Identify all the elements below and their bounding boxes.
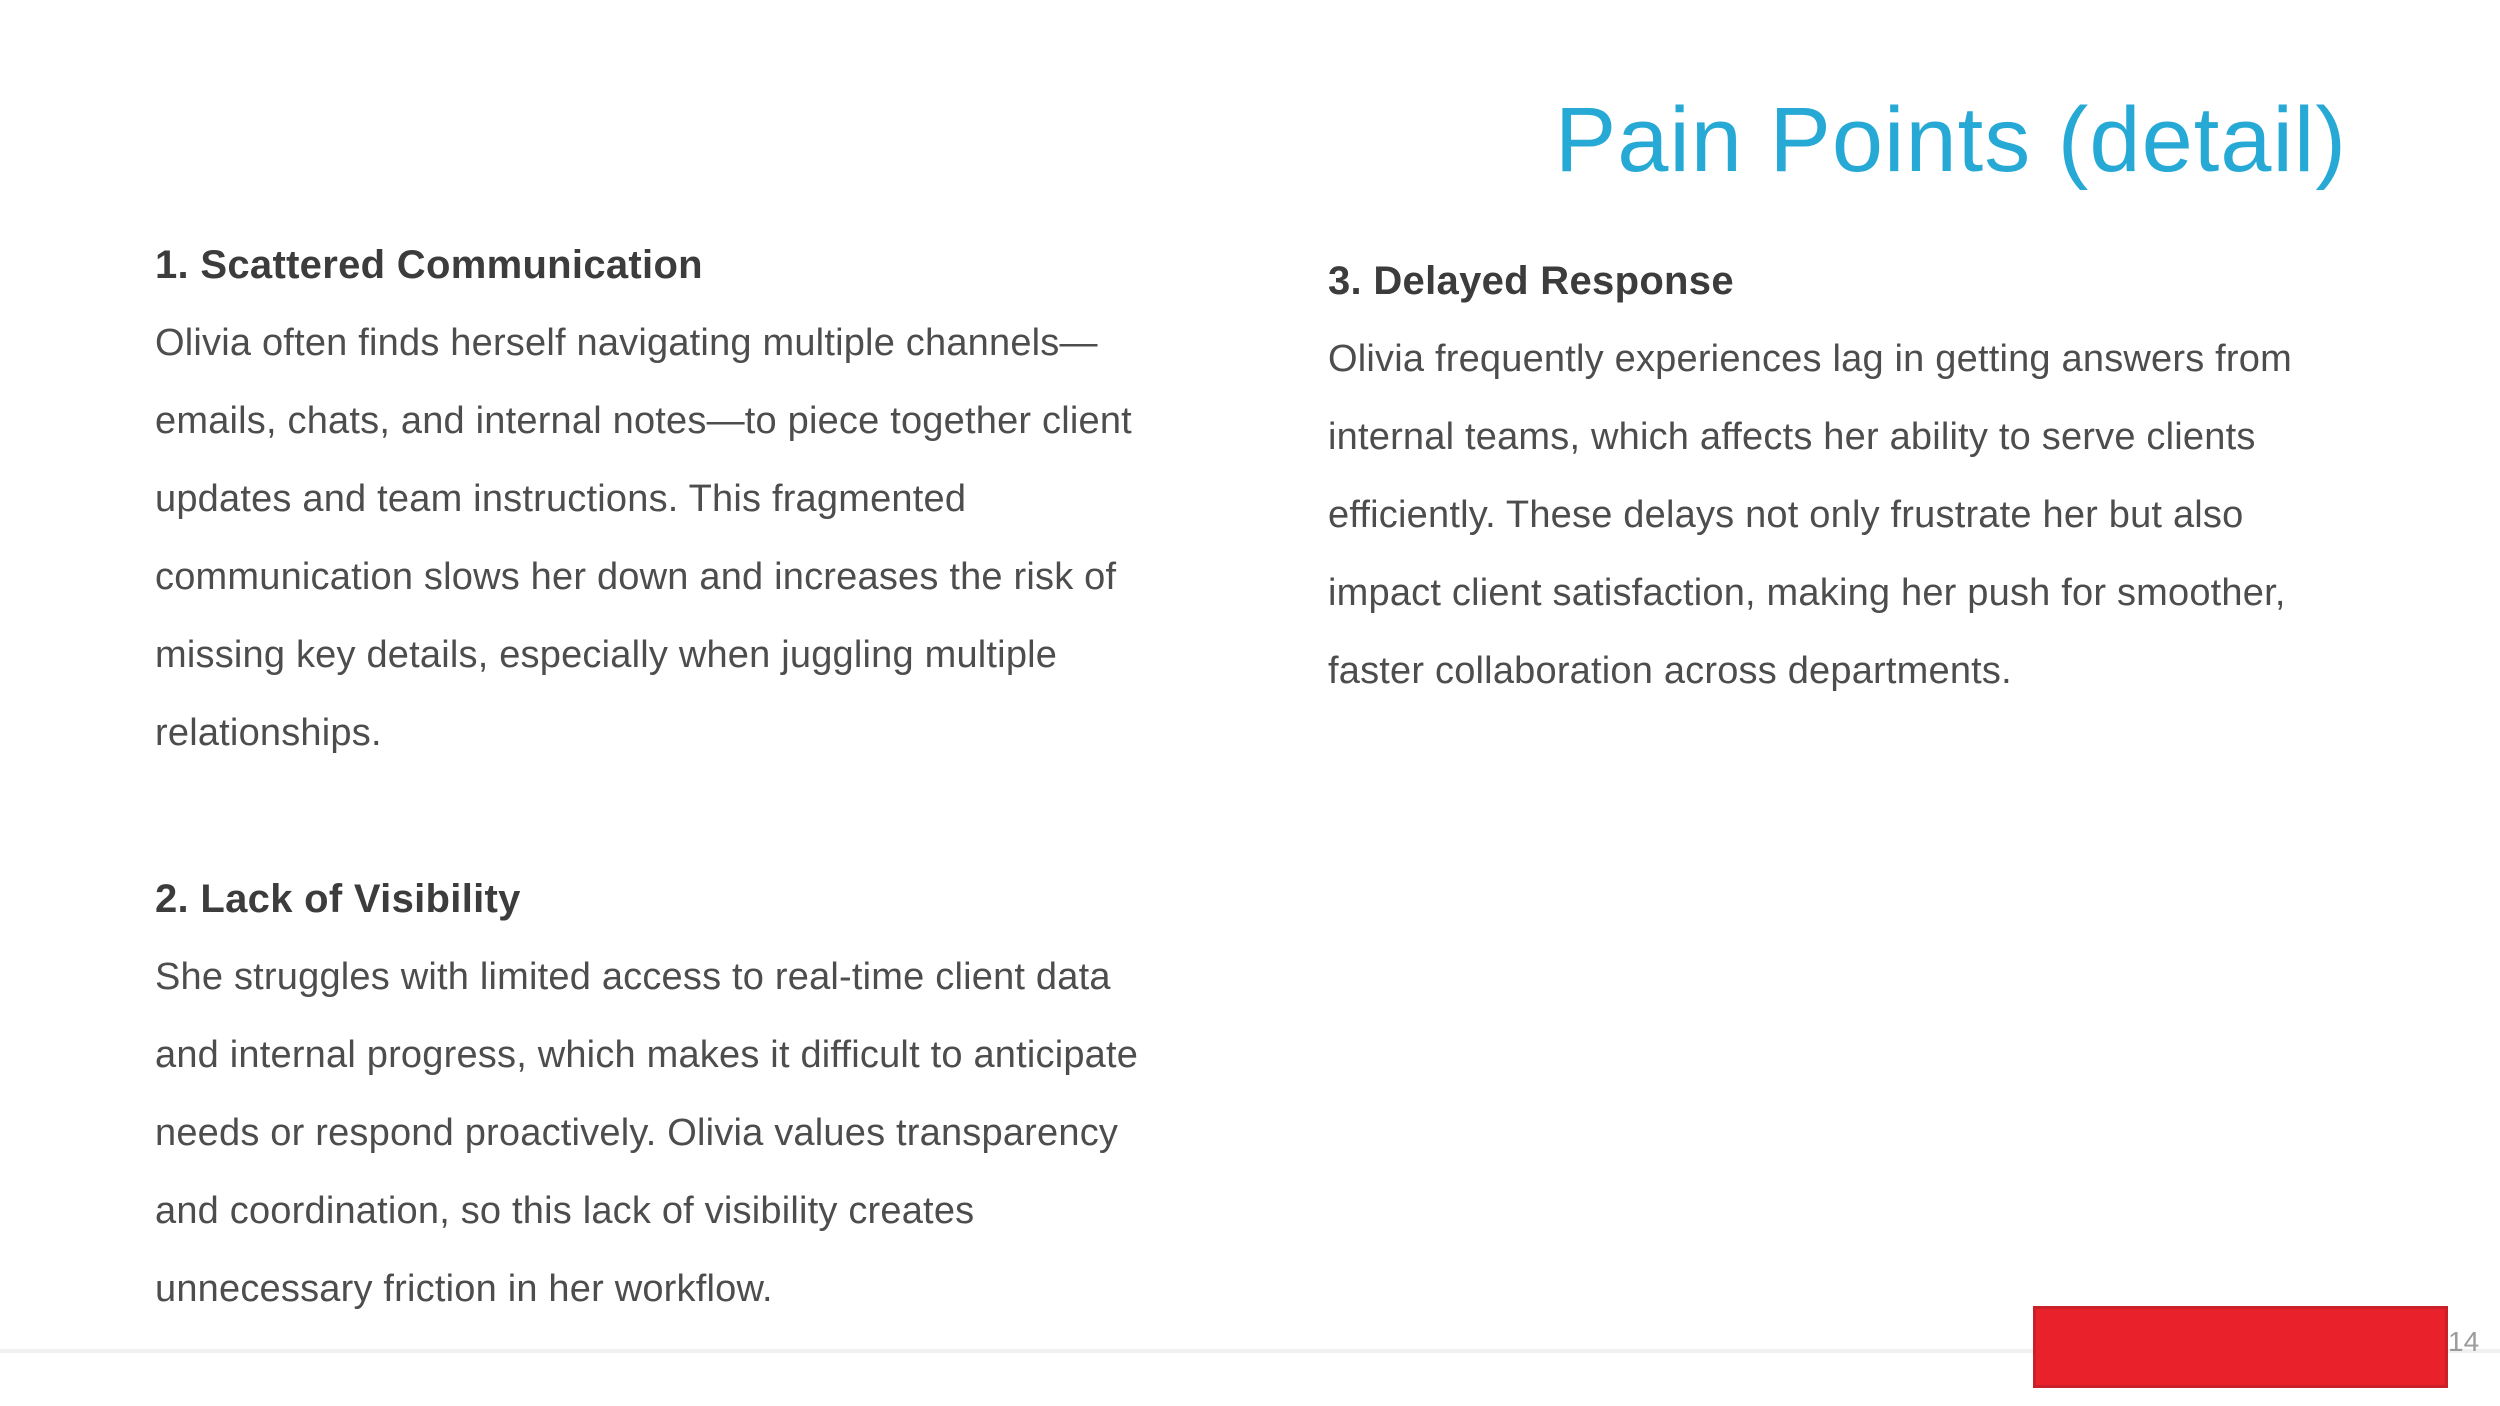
section-heading-delayed-response: 3. Delayed Response [1328, 259, 1734, 303]
section-heading-scattered-communication: 1. Scattered Communication [155, 243, 703, 287]
section-body-scattered-communication: Olivia often finds herself navigating mu… [155, 322, 1132, 754]
page-number: 14 [2448, 1326, 2480, 1357]
section-lack-of-visibility: 2. Lack of Visibility She struggles with… [155, 860, 1415, 1328]
section-body-lack-of-visibility: She struggles with limited access to rea… [155, 956, 1139, 1310]
slide-title: Pain Points (detail) [1554, 89, 2347, 191]
section-delayed-response: 3. Delayed Response Olivia frequently ex… [1328, 242, 2500, 710]
left-text-column: 1. Scattered Communication Olivia often … [155, 226, 1415, 1328]
red-accent-block [2033, 1306, 2448, 1388]
section-heading-lack-of-visibility: 2. Lack of Visibility [155, 877, 521, 921]
section-scattered-communication: 1. Scattered Communication Olivia often … [155, 226, 1415, 772]
section-body-delayed-response: Olivia frequently experiences lag in get… [1328, 338, 2292, 692]
right-text-column: 3. Delayed Response Olivia frequently ex… [1328, 242, 2500, 710]
footer-divider-line [0, 1349, 2500, 1353]
